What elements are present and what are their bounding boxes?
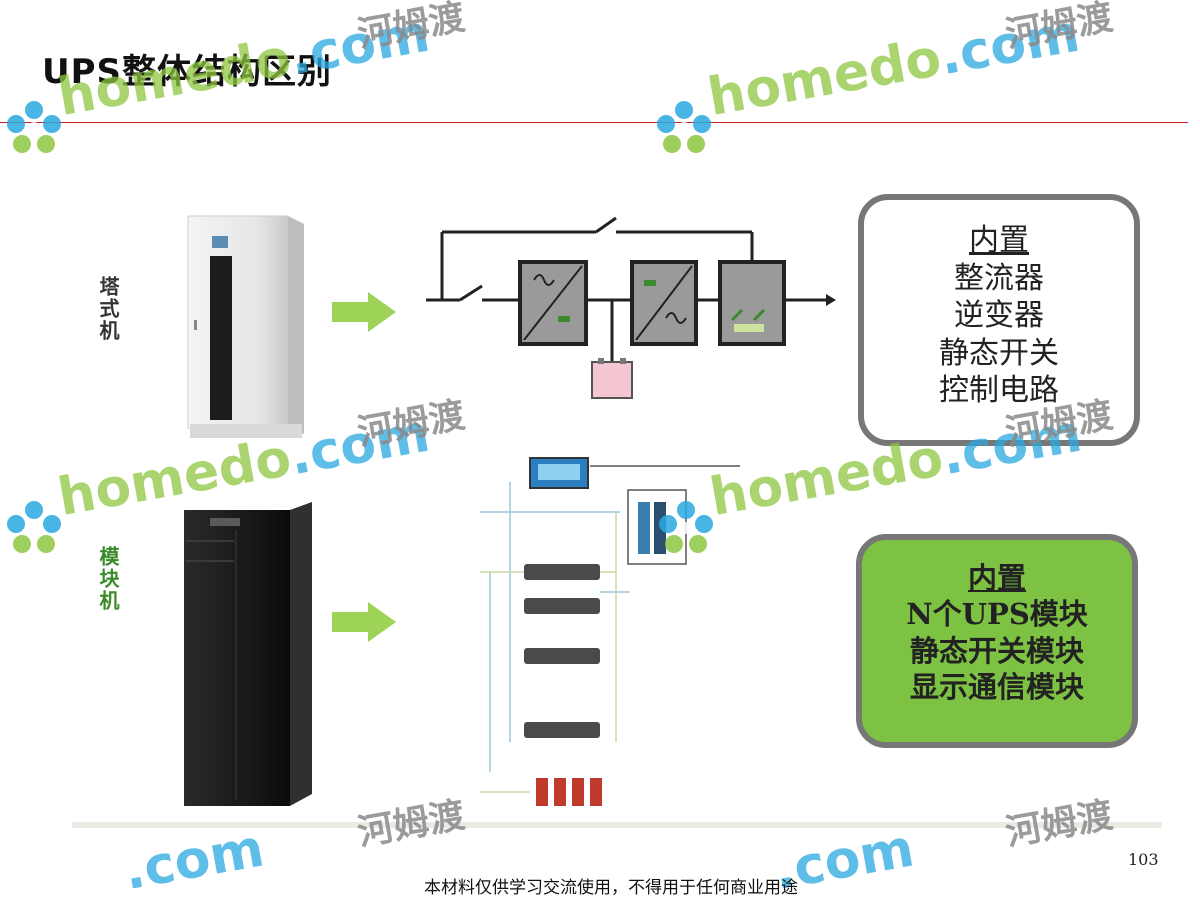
ups-power-module <box>524 648 600 664</box>
ups-power-module <box>524 564 600 580</box>
modular-ups-label: 模块机 <box>96 546 120 612</box>
static-switch-block <box>718 260 786 346</box>
tower-ups-label: 塔式机 <box>96 276 120 342</box>
watermark-brand: homedo.com <box>703 3 1084 128</box>
slide-title: UPS整体结构区别 <box>42 52 333 92</box>
watermark-brand: .com <box>119 818 269 902</box>
rectifier-block <box>518 260 588 346</box>
tower-arrow <box>332 292 396 332</box>
ups-power-module <box>524 598 600 614</box>
tower-feature-item: 整流器 <box>954 260 1044 296</box>
modular-features-heading: 内置 <box>967 561 1026 595</box>
display-module <box>529 457 740 489</box>
static-switch-icon <box>730 308 766 322</box>
flower-logo-icon <box>657 101 711 153</box>
battery-bank <box>536 778 602 806</box>
modular-feature-item: N个UPS模块 <box>906 597 1088 632</box>
footer-disclaimer: 本材料仅供学习交流使用，不得用于任何商业用途 <box>424 878 798 898</box>
flower-logo-icon <box>7 501 61 553</box>
inverter-block <box>630 260 698 346</box>
tower-features-heading: 内置 <box>969 223 1029 258</box>
modular-arrow <box>332 602 396 642</box>
bypass-switch <box>595 216 617 234</box>
content-bottom-band <box>72 822 1162 828</box>
tower-feature-item: 控制电路 <box>939 373 1059 408</box>
watermark-chinese: 河姆渡 <box>1002 0 1117 57</box>
modular-ups-cabinet-image <box>184 502 312 806</box>
tower-feature-item: 逆变器 <box>954 298 1044 333</box>
input-breaker-switch <box>459 284 483 302</box>
ups-power-module <box>524 722 600 738</box>
ac-dc-rectifier-icon <box>533 274 555 286</box>
tower-features-box: 内置 整流器 逆变器 静态开关 控制电路 <box>858 194 1140 446</box>
watermark-chinese: 河姆渡 <box>354 0 469 57</box>
dc-ac-inverter-icon <box>665 312 687 324</box>
flower-logo-icon <box>7 101 61 153</box>
modular-feature-item: 静态开关模块 <box>909 633 1084 668</box>
tower-ups-cabinet-image <box>187 215 304 438</box>
title-divider <box>0 122 1188 123</box>
page-number: 103 <box>1128 850 1159 869</box>
flower-logo-icon <box>659 501 713 553</box>
tower-ups-circuit-diagram <box>426 216 836 399</box>
modular-feature-item: 显示通信模块 <box>909 669 1084 704</box>
tower-feature-item: 静态开关 <box>939 335 1059 371</box>
battery-icon <box>591 358 633 399</box>
modular-features-box: 内置 N个UPS模块 静态开关模块 显示通信模块 <box>856 534 1138 748</box>
